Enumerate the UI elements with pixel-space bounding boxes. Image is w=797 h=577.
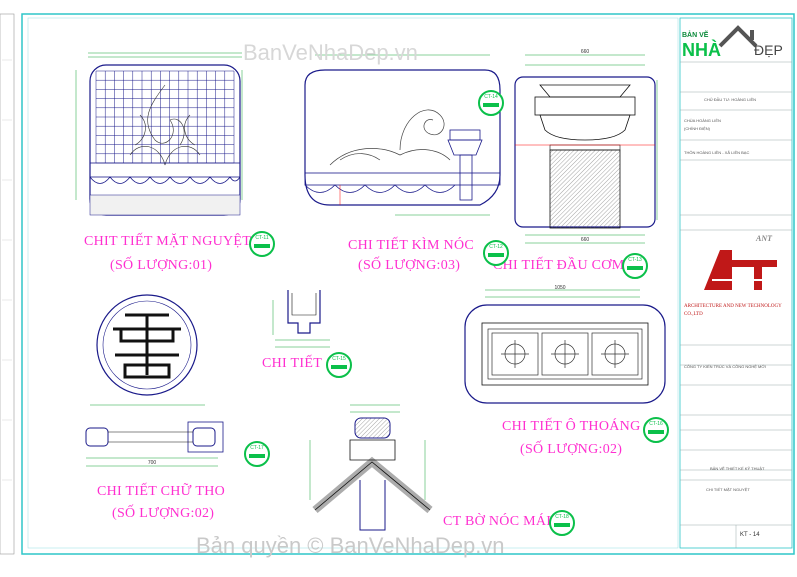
- project-name: CHÙA HOÀNG LIÊN: [684, 118, 721, 123]
- dau-com-title: CHI TIẾT ĐẦU CƠM: [493, 258, 625, 273]
- o-thoang-qty: (SỐ LƯỢNG:02): [520, 442, 623, 457]
- kim-noc-drawing: [304, 54, 501, 216]
- section-tag: CT-12: [483, 240, 509, 266]
- mat-nguyet-drawing: [75, 52, 243, 216]
- kim-noc-qty: (SỐ LƯỢNG:03): [358, 258, 461, 273]
- sheet-title: CHI TIẾT MẶT NGUYỆT: [706, 487, 750, 492]
- firm-name-vn: CÔNG TY KIẾN TRÚC VÀ CÔNG NGHỆ MỚI: [684, 364, 766, 369]
- o-thoang-drawing: 1050: [464, 285, 666, 404]
- section-tag: CT-15: [326, 352, 352, 378]
- chu-tho-roundel-drawing: [90, 294, 205, 406]
- sheet-number: KT - 14: [740, 532, 760, 538]
- bo-noc-drawing: [309, 404, 433, 531]
- chu-tho-title: CHI TIẾT CHỮ THO: [97, 484, 226, 499]
- o-thoang-top-dim: 1050: [554, 285, 565, 291]
- o-thoang-title: CHI TIẾT Ô THOÁNG: [502, 419, 641, 434]
- watermark-top: BanVeNhaDep.vn: [243, 40, 418, 65]
- kim-noc-title: CHI TIẾT KÌM NÓC: [348, 238, 475, 253]
- chu-tho-total-dim: 700: [148, 460, 157, 466]
- client-name: CHỦ ĐẦU TƯ: HOÀNG LIÊN: [704, 97, 757, 102]
- bo-noc-title: CT BỜ NÓC MÁI: [443, 514, 552, 529]
- section-tag: CT-14: [478, 90, 504, 116]
- firm-code: ANT: [756, 234, 772, 243]
- watermark-bottom: Bản quyền © BanVeNhaDep.vn: [196, 533, 505, 558]
- project-address: THÔN HOÀNG LIÊN - XÃ LIÊN BẠC: [684, 150, 750, 155]
- firm-name: ARCHITECTURE AND NEW TECHNOLOGY CO.,LTD: [684, 304, 782, 317]
- chu-tho-strip-drawing: 700: [85, 421, 224, 467]
- section-tag: CT-17: [244, 441, 270, 467]
- firm-logo-icon: [704, 250, 777, 290]
- section-tag: CT-13: [622, 253, 648, 279]
- house-icon: [718, 25, 758, 48]
- chi-tiet-drawing: [272, 290, 330, 348]
- chu-tho-qty: (SỐ LƯỢNG:02): [112, 506, 215, 521]
- mat-nguyet-title: CHIT TIẾT MẶT NGUYỆT: [84, 234, 252, 249]
- project-sub: (CHÍNH ĐIỆN): [684, 126, 710, 131]
- chi-tiet-title: CHI TIẾT: [262, 356, 323, 371]
- dim-bottom: 660: [581, 237, 590, 243]
- dim-top: 660: [581, 49, 590, 55]
- site-logo: BẢN VẼ NHÀ ĐẸP: [680, 18, 792, 62]
- section-tag: CT-16: [643, 417, 669, 443]
- dau-com-drawing: 660 660: [514, 49, 658, 244]
- mat-nguyet-qty: (SỐ LƯỢNG:01): [110, 258, 213, 273]
- design-stage: BẢN VẼ THIẾT KẾ KỸ THUẬT: [710, 466, 765, 471]
- section-tag: CT-18: [549, 510, 575, 536]
- section-tag: CT-11: [249, 231, 275, 257]
